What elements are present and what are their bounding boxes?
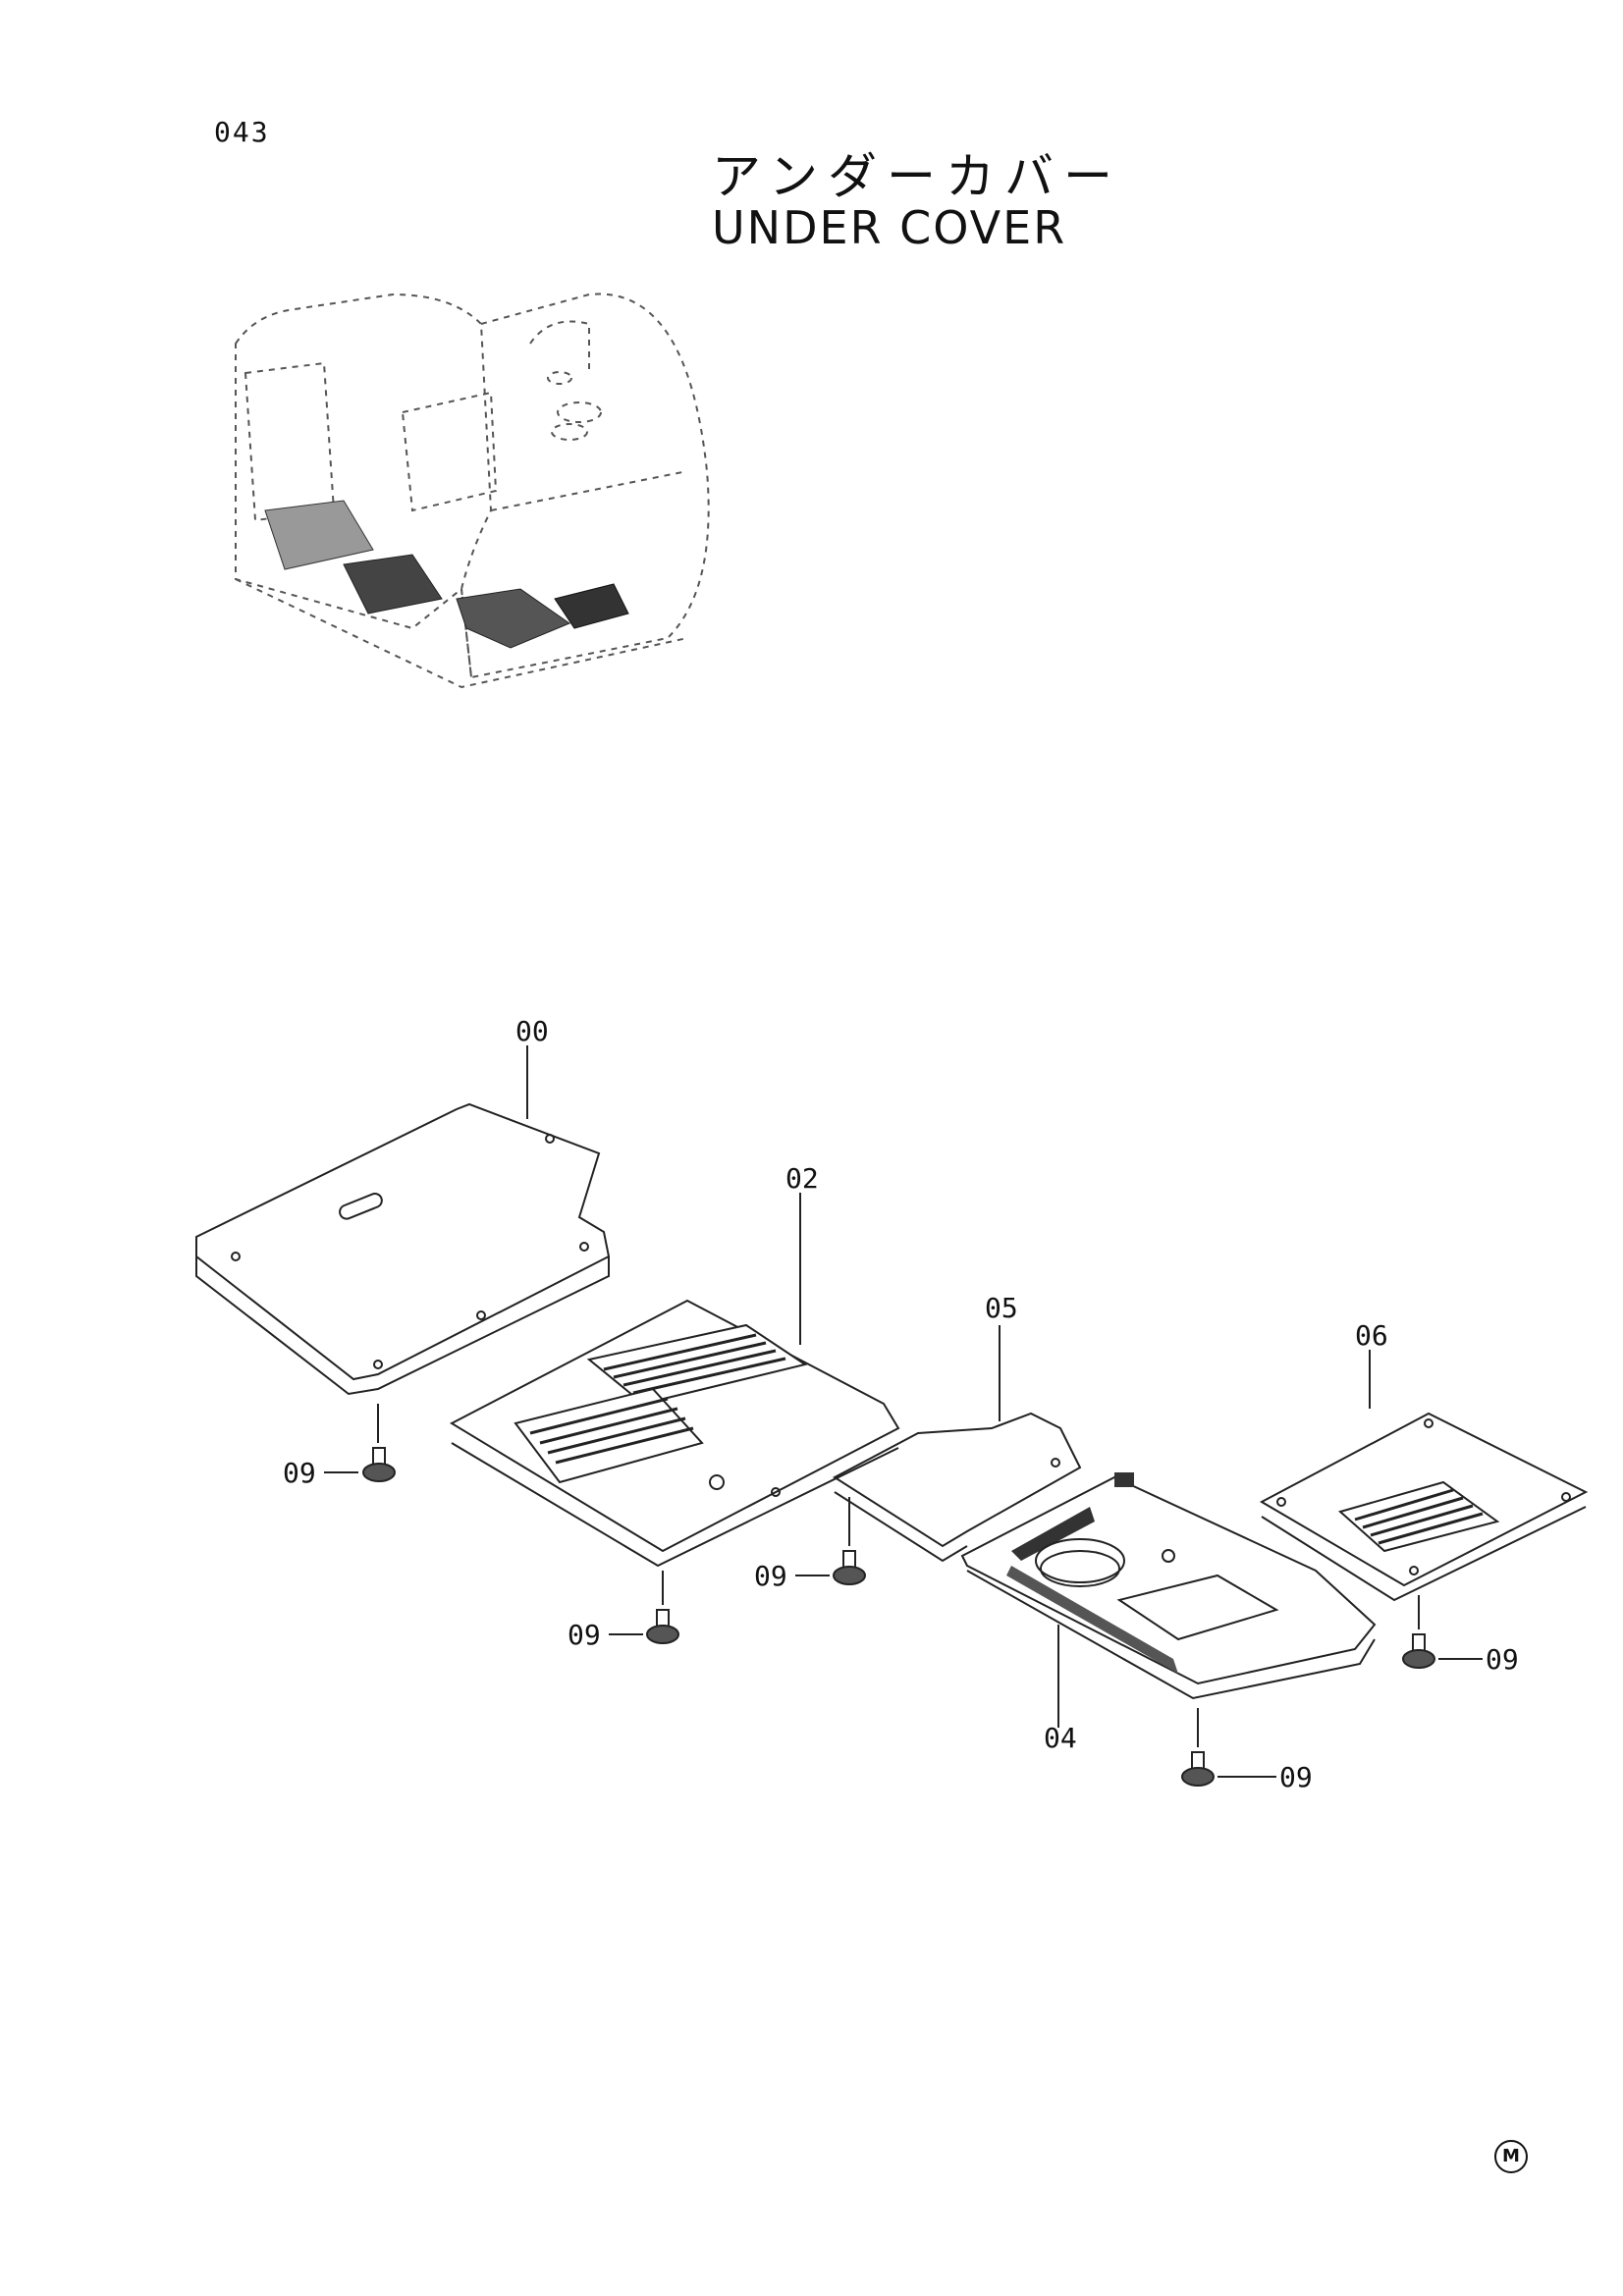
part-04-plate xyxy=(960,1472,1377,1747)
page-number: 043 xyxy=(214,116,270,148)
label-bolt-09-e: 09 xyxy=(1486,1643,1519,1676)
label-part-04: 04 xyxy=(1044,1722,1077,1754)
part-00-plate xyxy=(195,1045,611,1443)
bolt-1 xyxy=(362,1447,396,1482)
machine-overview xyxy=(235,293,710,689)
title-japanese: アンダーカバー xyxy=(712,148,1122,205)
bolt-5 xyxy=(1402,1633,1435,1669)
label-bolt-09-d: 09 xyxy=(1279,1761,1313,1793)
part-05-plate xyxy=(833,1325,1082,1563)
part-06-plate xyxy=(1259,1350,1589,1629)
label-bolt-09-c: 09 xyxy=(754,1560,787,1592)
label-part-00: 00 xyxy=(515,1015,549,1047)
manual-mark: M xyxy=(1494,2140,1528,2173)
title-english: UNDER COVER xyxy=(712,201,1067,254)
label-part-05: 05 xyxy=(985,1292,1018,1324)
bolt-4 xyxy=(1181,1751,1215,1787)
bolt-group xyxy=(362,1447,1435,1787)
label-part-06: 06 xyxy=(1355,1319,1388,1352)
bolt-3 xyxy=(833,1550,866,1585)
label-bolt-09-b: 09 xyxy=(568,1619,601,1651)
label-part-02: 02 xyxy=(785,1162,819,1195)
label-bolt-09-a: 09 xyxy=(283,1457,316,1489)
bolt-2 xyxy=(646,1609,679,1644)
part-02-plate xyxy=(449,1193,900,1605)
